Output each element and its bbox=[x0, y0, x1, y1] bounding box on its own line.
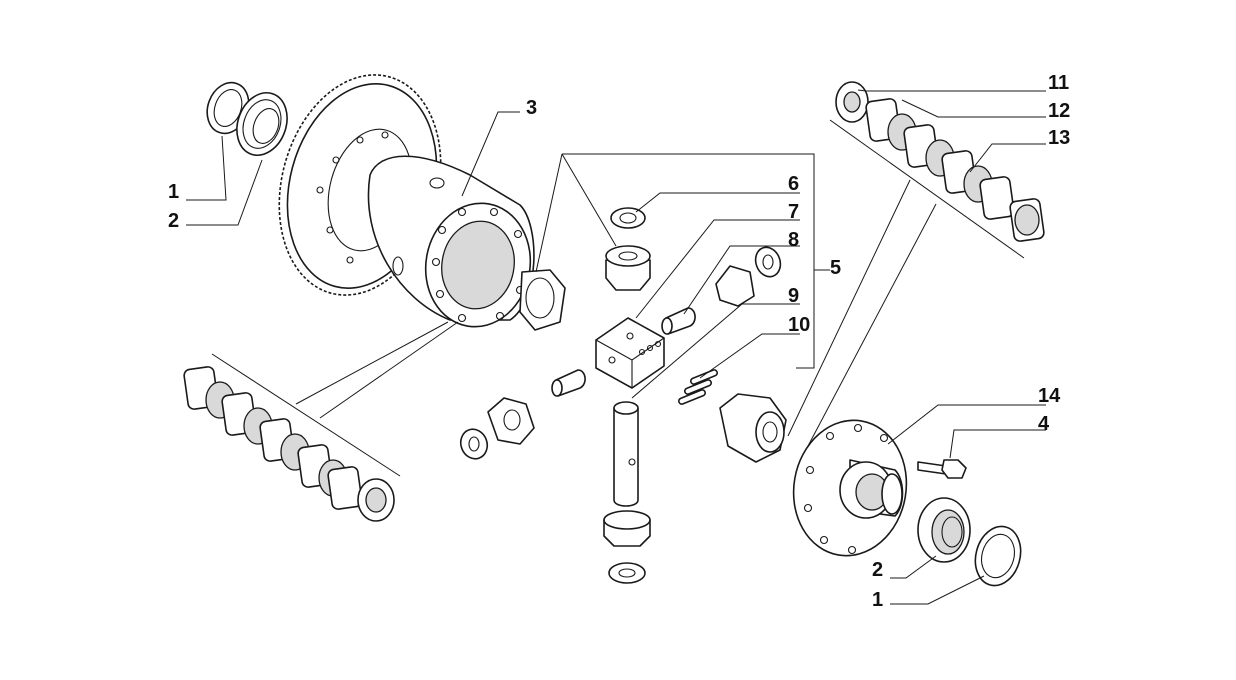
thrust-washer-left bbox=[459, 428, 489, 460]
thrust-washer-bottom bbox=[608, 562, 646, 584]
thrust-washer-top bbox=[610, 207, 646, 229]
callout-1-left: 1 bbox=[168, 181, 179, 203]
planet-gear-right bbox=[715, 265, 755, 307]
callout-3: 3 bbox=[526, 97, 537, 119]
thrust-washer-right bbox=[754, 246, 782, 278]
side-gear-large-left bbox=[519, 269, 566, 331]
pin-left bbox=[551, 369, 586, 397]
flange-housing bbox=[792, 419, 908, 557]
pin-upper bbox=[661, 307, 696, 335]
long-shaft bbox=[613, 401, 639, 507]
seal-ring-right bbox=[974, 525, 1022, 587]
callout-9: 9 bbox=[788, 285, 799, 307]
side-gear-large-right bbox=[719, 393, 787, 463]
cross-block bbox=[595, 317, 665, 389]
callout-2-left: 2 bbox=[168, 210, 179, 232]
callout-8: 8 bbox=[788, 229, 799, 251]
callout-4: 4 bbox=[1038, 413, 1050, 435]
roller-pins bbox=[678, 369, 718, 405]
clutch-plates-left bbox=[183, 366, 395, 522]
planet-gear-bottom bbox=[603, 510, 651, 547]
planet-gear-left bbox=[487, 397, 535, 445]
callout-13: 13 bbox=[1048, 127, 1070, 149]
bearing-right bbox=[917, 497, 971, 563]
callout-14: 14 bbox=[1038, 385, 1061, 407]
callout-2-right: 2 bbox=[872, 559, 883, 581]
callout-10: 10 bbox=[788, 314, 810, 336]
callout-7: 7 bbox=[788, 201, 799, 223]
bearing-left bbox=[236, 92, 288, 156]
callout-labels: 1 2 3 6 7 8 9 10 5 11 12 13 14 4 2 1 bbox=[168, 72, 1070, 611]
clutch-plates-right bbox=[835, 81, 1045, 242]
callout-11: 11 bbox=[1048, 72, 1069, 94]
callout-12: 12 bbox=[1048, 100, 1070, 122]
callout-5: 5 bbox=[830, 257, 841, 279]
planet-gear-top bbox=[605, 245, 651, 291]
callout-6: 6 bbox=[788, 173, 799, 195]
leader-lines bbox=[186, 89, 1046, 605]
differential-case bbox=[367, 155, 535, 328]
bolt bbox=[917, 459, 967, 479]
callout-1-right: 1 bbox=[872, 589, 883, 611]
